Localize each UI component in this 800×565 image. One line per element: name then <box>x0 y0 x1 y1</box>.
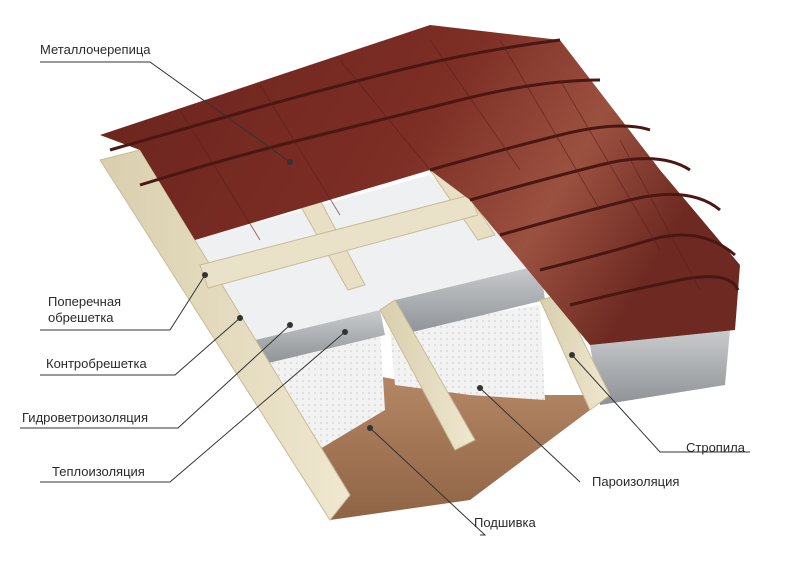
leader-lining <box>369 427 487 536</box>
label-vapor-barrier: Пароизоляция <box>592 474 680 489</box>
label-cross-batten-line2: обрешетка <box>48 310 114 325</box>
insulation-right <box>590 330 730 405</box>
leader-wind-water <box>20 324 291 429</box>
label-cross-batten-line1: Поперечная <box>48 294 122 309</box>
label-counter-batten: Контробрешетка <box>46 356 147 371</box>
rafter-1 <box>99 149 351 521</box>
leader-vapor <box>479 387 581 483</box>
vapor-barrier-left <box>255 330 385 455</box>
leader-insulation <box>40 331 346 483</box>
label-rafters: Стропила <box>686 440 745 455</box>
label-insulation: Теплоизоляция <box>52 464 145 479</box>
cross-batten <box>199 194 479 289</box>
leader-counter-batten <box>40 317 241 376</box>
label-metal-tile: Металлочерепица <box>40 42 151 57</box>
label-ceiling-lining: Подшивка <box>474 515 536 530</box>
rafter-2 <box>379 299 476 451</box>
insulation-mid <box>395 265 545 335</box>
label-wind-water-barrier: Гидроветроизоляция <box>22 410 148 425</box>
leader-dots <box>202 159 575 431</box>
label-cross-batten: Поперечная обрешетка <box>48 294 121 326</box>
leader-rafters <box>571 354 750 453</box>
metal-tile-layer <box>100 25 740 345</box>
leader-cross-batten <box>40 274 206 331</box>
leader-lines <box>20 61 750 536</box>
leader-metal-tile <box>40 61 291 163</box>
insulation-left <box>255 310 385 365</box>
